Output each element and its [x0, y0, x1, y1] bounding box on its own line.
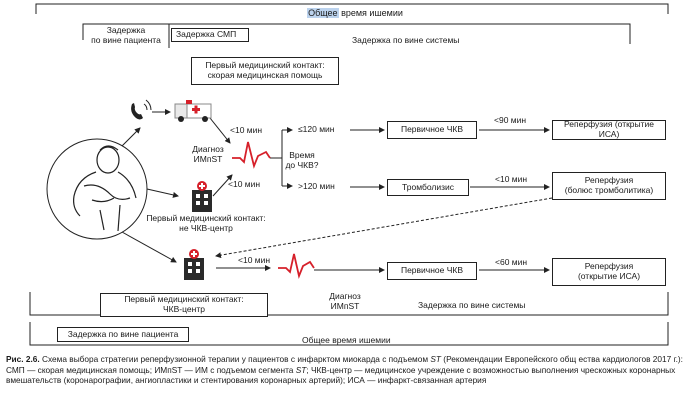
reperfusion-box-1: Реперфузия (открытие ИСА): [552, 119, 666, 140]
primary-pci-box-1: Первичное ЧКВ: [387, 121, 477, 139]
time-lt10-c: <10 мин: [495, 174, 528, 184]
system-delay-bracket-bottom: [29, 292, 669, 316]
thrombolysis-box: Тромболизис: [387, 179, 469, 196]
time-lt10-d: <10 мин: [238, 255, 271, 265]
total-time-highlight: Общее: [307, 8, 339, 18]
transfer-dashed-line: [215, 197, 553, 259]
time-lt10-b: <10 мин: [228, 179, 261, 189]
diagnosis-2: Диагноз ИМпST: [329, 291, 361, 311]
diagnosis-1: Диагноз ИМпST: [192, 144, 224, 164]
system-delay-bracket-top: [168, 23, 631, 48]
ambulance-icon: [174, 100, 212, 122]
time-lt60: <60 мин: [495, 257, 528, 267]
caption-text-3: ; ЧКВ-центр — медицинское учреждение с в…: [6, 364, 676, 386]
figure-caption: Рис. 2.6. Схема выбора стратегии реперфу…: [6, 354, 694, 386]
total-time-bracket-bottom: [29, 322, 669, 346]
total-time-rest: время ишемии: [338, 8, 403, 18]
time-gt120: >120 мин: [298, 181, 335, 191]
ems-delay-box: Задержка СМП: [171, 28, 249, 42]
first-contact-non-pci: Первый медицинский контакт: не ЧКВ-центр: [146, 213, 266, 233]
time-le120: ≤120 мин: [298, 124, 335, 134]
system-delay-label-top: Задержка по вине системы: [352, 35, 460, 45]
primary-pci-box-2: Первичное ЧКВ: [387, 262, 477, 280]
reperfusion-box-3: Реперфузия (открытие ИСА): [552, 258, 666, 286]
phone-icon: [131, 99, 152, 120]
time-lt10-a: <10 мин: [230, 125, 263, 135]
reperfusion-box-2: Реперфузия (болюс тромболитика): [552, 172, 666, 200]
ecg-icon: [278, 253, 315, 280]
total-time-label-bottom: Общее время ишемии: [302, 335, 391, 345]
patient-delay-box-bottom: Задержка по вине пациента: [57, 327, 189, 342]
first-contact-pci-box: Первый медицинский контакт: ЧКВ-центр: [100, 293, 268, 317]
system-delay-label-bottom: Задержка по вине системы: [418, 300, 526, 310]
caption-label: Рис. 2.6.: [6, 354, 40, 364]
caption-text-1: Схема выбора стратегии реперфузионной те…: [39, 354, 431, 364]
hospital-icon: [184, 249, 204, 280]
time-lt90: <90 мин: [494, 115, 527, 125]
hospital-icon: [192, 181, 212, 212]
ecg-icon: [232, 141, 271, 169]
total-time-label-top: Общее время ишемии: [300, 8, 410, 18]
total-time-bracket-top: [35, 3, 669, 14]
patient-circle: [46, 138, 148, 240]
caption-st-2: ST: [295, 364, 307, 375]
caption-text-2: (Рекомендации Европейского общ ества кар…: [6, 354, 683, 375]
patient-icon: [73, 145, 137, 232]
caption-st-1: ST: [430, 354, 441, 364]
first-contact-ems-box: Первый медицинский контакт: скорая медиц…: [191, 57, 339, 85]
time-question: Время до ЧКВ?: [285, 150, 319, 170]
patient-delay-label-top: Задержка по вине пациента: [91, 25, 161, 45]
